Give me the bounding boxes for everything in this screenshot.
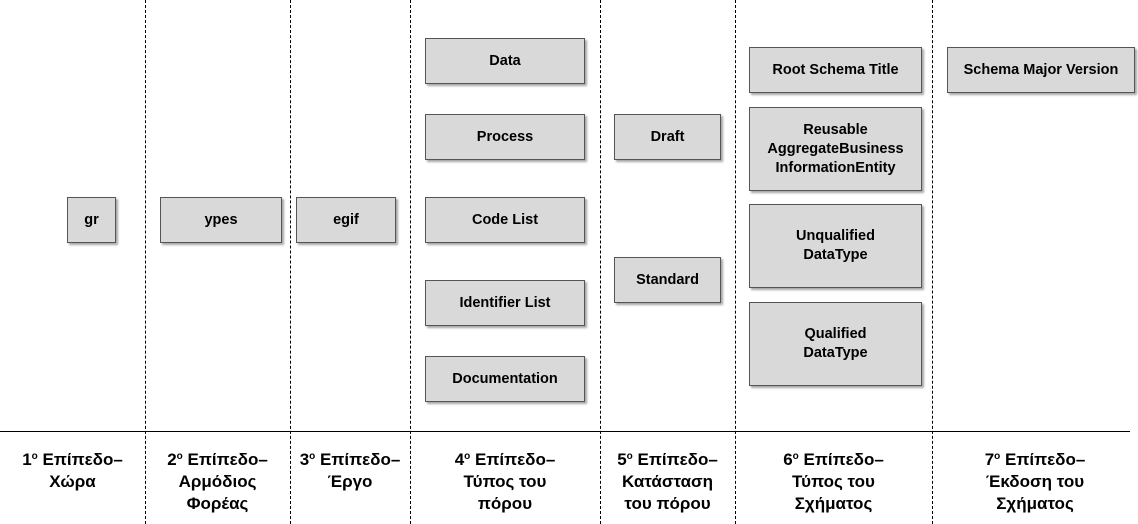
level-ordinal-suffix: ο [176, 451, 183, 462]
level-ordinal-suffix: ο [626, 451, 633, 462]
node-resource-type-data: Data [425, 38, 585, 84]
level-label-1: 1ο Επίπεδο– Χώρα [0, 446, 145, 493]
level-ordinal: 6 [783, 450, 793, 469]
column-divider-6 [932, 0, 933, 524]
node-status-standard: Standard [614, 257, 721, 303]
column-divider-3 [410, 0, 411, 524]
node-schema-type-root-schema-title: Root Schema Title [749, 47, 922, 93]
node-schema-type-unqualified-datatype: Unqualified DataType [749, 204, 922, 288]
level-label-3: 3ο Επίπεδο– Έργο [290, 446, 410, 493]
column-divider-2 [290, 0, 291, 524]
level-label-6: 6ο Επίπεδο– Τύπος του Σχήματος [735, 446, 932, 515]
level-text: Επίπεδο– Τύπος του πόρου [463, 450, 556, 513]
level-ordinal-suffix: ο [464, 451, 471, 462]
level-ordinal: 3 [299, 450, 310, 469]
node-resource-type-documentation: Documentation [425, 356, 585, 402]
level-ordinal: 7 [984, 450, 995, 469]
level-label-5: 5ο Επίπεδο– Κατάσταση του πόρου [600, 446, 735, 515]
level-text: Επίπεδο– Τύπος του Σχήματος [792, 450, 884, 513]
levels-baseline [0, 431, 1130, 432]
node-status-draft: Draft [614, 114, 721, 160]
node-resource-type-process: Process [425, 114, 585, 160]
level-ordinal: 4 [454, 450, 465, 469]
level-text: Επίπεδο– Αρμόδιος Φορέας [178, 450, 268, 513]
level-ordinal-suffix: ο [309, 451, 316, 462]
level-ordinal-suffix: ο [31, 451, 38, 462]
node-resource-type-identifier-list: Identifier List [425, 280, 585, 326]
node-project-egif: egif [296, 197, 396, 243]
node-schema-type-qualified-datatype: Qualified DataType [749, 302, 922, 386]
level-text: Επίπεδο– Χώρα [42, 450, 123, 491]
level-label-2: 2ο Επίπεδο– Αρμόδιος Φορέας [145, 446, 290, 515]
level-ordinal-suffix: ο [994, 451, 1001, 462]
node-country-gr: gr [67, 197, 116, 243]
level-text: Επίπεδο– Κατάσταση του πόρου [621, 450, 718, 513]
level-text: Επίπεδο– Έργο [319, 450, 401, 491]
node-schema-type-reusable-abie: Reusable AggregateBusiness InformationEn… [749, 107, 922, 191]
node-agency-ypes: ypes [160, 197, 282, 243]
level-ordinal: 2 [167, 450, 177, 469]
column-divider-5 [735, 0, 736, 524]
level-text: Επίπεδο– Έκδοση του Σχήματος [985, 450, 1086, 513]
level-ordinal: 1 [22, 450, 32, 469]
node-resource-type-code-list: Code List [425, 197, 585, 243]
level-label-4: 4ο Επίπεδο– Τύπος του πόρου [410, 446, 600, 515]
column-divider-1 [145, 0, 146, 524]
column-divider-4 [600, 0, 601, 524]
level-ordinal-suffix: ο [792, 451, 799, 462]
node-schema-major-version: Schema Major Version [947, 47, 1135, 93]
level-ordinal: 5 [617, 450, 627, 469]
level-label-7: 7ο Επίπεδο– Έκδοση του Σχήματος [932, 446, 1138, 515]
